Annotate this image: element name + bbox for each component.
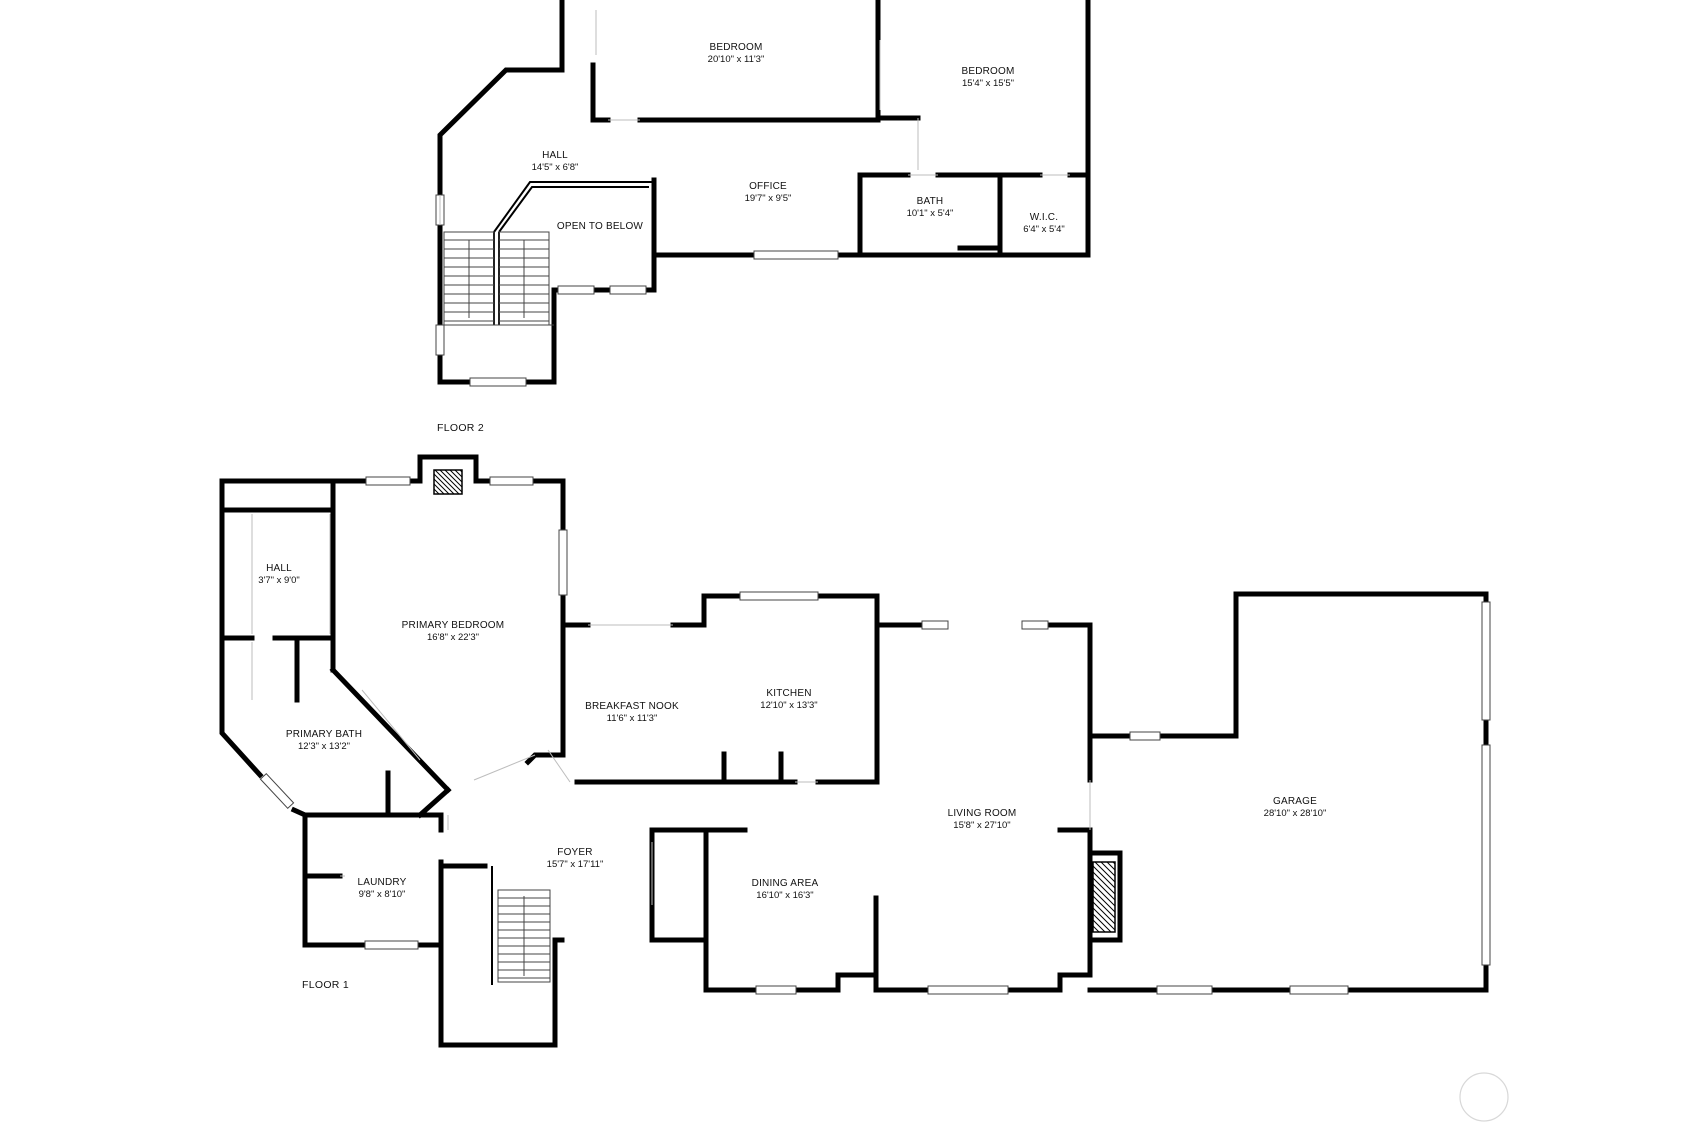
room-dims: 28'10" x 28'10" [1264, 808, 1327, 819]
fireplace-hatch [1092, 913, 1112, 933]
room-name: DINING AREA [752, 878, 819, 889]
room-name: LIVING ROOM [948, 808, 1017, 819]
room-name: BEDROOM [961, 66, 1014, 77]
floor-1-stairs [491, 866, 551, 985]
room-name: OFFICE [749, 181, 787, 192]
fireplace-hatch [1092, 907, 1116, 931]
fireplace-hatch [433, 478, 450, 495]
floor-label: FLOOR 1 [302, 979, 349, 991]
watermark-circle-icon [1459, 1072, 1509, 1122]
fireplace-hatch [459, 469, 463, 473]
floor-2-walls [437, 0, 1091, 385]
room-dims: 12'10" x 13'3" [760, 700, 817, 711]
room-name: BEDROOM [709, 42, 762, 53]
fireplace-hatch [454, 469, 463, 478]
floor-2-labels: BEDROOM 20'10" x 11'3" BEDROOM 15'4" x 1… [437, 42, 1065, 434]
fireplace-hatch [434, 469, 460, 495]
fireplace-hatch [433, 473, 455, 495]
fireplace-hatch [433, 488, 440, 495]
floor-1-labels: HALL 3'7" x 9'0" PRIMARY BEDROOM 16'8" x… [258, 563, 1326, 991]
room-dims: 11'6" x 11'3" [607, 713, 658, 724]
fireplace-hatch [1106, 861, 1116, 871]
fireplace-hatch [1094, 861, 1116, 883]
fireplace-hatch [1092, 877, 1116, 901]
room-name: PRIMARY BATH [286, 729, 362, 740]
fireplace-hatch [439, 469, 463, 493]
room-dims: 12'3" x 13'2" [298, 741, 350, 752]
fireplace-hatch [1092, 895, 1116, 919]
fireplace-hatch [1092, 901, 1116, 925]
room-name: KITCHEN [766, 688, 811, 699]
room-dims: 14'5" x 6'8" [532, 162, 579, 173]
fireplace-hatch [449, 469, 463, 483]
room-name: BREAKFAST NOOK [585, 701, 679, 712]
room-name: LAUNDRY [357, 877, 406, 888]
room-name: HALL [266, 563, 292, 574]
room-name: OPEN TO BELOW [557, 221, 644, 232]
room-dims: 16'8" x 22'3" [427, 632, 479, 643]
fireplace-hatch [1092, 865, 1116, 889]
floor-2-stairs [443, 231, 554, 326]
floor-1-walls [219, 454, 1489, 1048]
room-dims: 6'4" x 5'4" [1023, 224, 1065, 235]
fireplace-primary-bedroom [433, 469, 463, 495]
fireplace-hatch [1092, 871, 1116, 895]
open-to-below-rail-inner [498, 186, 649, 325]
room-name: W.I.C. [1030, 212, 1058, 223]
fireplace-hatch [433, 483, 445, 495]
fireplace-living-room [1087, 850, 1123, 943]
fireplace-hatch [1100, 861, 1116, 877]
room-name: FOYER [557, 847, 592, 858]
room-dims: 10'1" x 5'4" [907, 208, 954, 219]
room-dims: 3'7" x 9'0" [258, 575, 300, 586]
fireplace-hatch [444, 469, 463, 488]
room-name: PRIMARY BEDROOM [402, 620, 505, 631]
room-dims: 19'7" x 9'5" [745, 193, 792, 204]
fireplace-hatch [1092, 919, 1106, 933]
room-dims: 9'8" x 8'10" [359, 889, 406, 900]
floor-label: FLOOR 2 [437, 422, 484, 434]
room-dims: 15'7" x 17'11" [547, 859, 604, 870]
fireplace-hatch [1092, 883, 1116, 907]
room-name: HALL [542, 150, 568, 161]
floor-2-plan: BEDROOM 20'10" x 11'3" BEDROOM 15'4" x 1… [435, 0, 1091, 434]
room-dims: 15'4" x 15'5" [962, 78, 1014, 89]
room-name: BATH [917, 196, 944, 207]
room-dims: 16'10" x 16'3" [756, 890, 813, 901]
floor-1-plan: HALL 3'7" x 9'0" PRIMARY BEDROOM 16'8" x… [219, 454, 1491, 1048]
room-name: GARAGE [1273, 796, 1317, 807]
floor-1-doors [251, 514, 1091, 905]
fireplace-hatch [1092, 889, 1116, 913]
room-dims: 15'8" x 27'10" [953, 820, 1010, 831]
fireplace-hatch [1092, 925, 1100, 933]
floor-2-doors [439, 10, 1070, 225]
open-to-below-rail [493, 181, 655, 325]
room-dims: 20'10" x 11'3" [708, 54, 765, 65]
fireplace-hatch [1112, 861, 1116, 865]
floor-1-windows [259, 476, 1491, 995]
